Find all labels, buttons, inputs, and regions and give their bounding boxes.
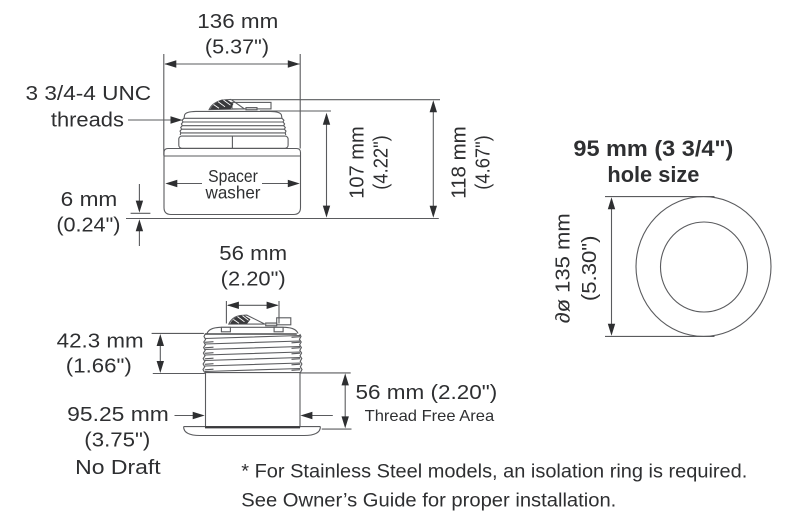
svg-text:118 mm: 118 mm (448, 126, 470, 199)
svg-text:* For Stainless Steel models,: * For Stainless Steel models, an isolati… (241, 462, 747, 483)
svg-text:threads: threads (51, 110, 124, 132)
svg-text:6 mm: 6 mm (61, 189, 118, 211)
svg-text:Spacer: Spacer (208, 166, 258, 186)
svg-text:56 mm (2.20"): 56 mm (2.20") (356, 382, 498, 404)
svg-text:95 mm (3 3/4"): 95 mm (3 3/4") (573, 136, 733, 161)
svg-text:56 mm: 56 mm (219, 243, 287, 265)
svg-text:See Owner’s Guide for proper i: See Owner’s Guide for proper installatio… (241, 490, 616, 511)
svg-text:∂ø 135 mm: ∂ø 135 mm (552, 213, 574, 323)
svg-text:(0.24"): (0.24") (56, 215, 120, 237)
svg-text:(5.30"): (5.30") (579, 235, 601, 301)
svg-text:(3.75"): (3.75") (84, 429, 150, 451)
svg-text:(5.37"): (5.37") (205, 37, 269, 59)
svg-text:136 mm: 136 mm (197, 11, 278, 33)
svg-text:(1.66"): (1.66") (66, 355, 132, 377)
svg-text:3 3/4-4 UNC: 3 3/4-4 UNC (26, 83, 152, 105)
svg-text:42.3 mm: 42.3 mm (57, 330, 144, 352)
svg-text:hole size: hole size (607, 162, 699, 187)
svg-text:No Draft: No Draft (75, 457, 161, 479)
svg-text:washer: washer (205, 182, 261, 202)
svg-text:95.25 mm: 95.25 mm (67, 404, 169, 426)
svg-text:(4.22"): (4.22") (371, 135, 393, 189)
svg-text:107 mm: 107 mm (347, 126, 369, 199)
svg-text:Thread Free Area: Thread Free Area (365, 408, 495, 425)
svg-text:(4.67"): (4.67") (473, 135, 495, 189)
svg-text:(2.20"): (2.20") (221, 269, 286, 291)
